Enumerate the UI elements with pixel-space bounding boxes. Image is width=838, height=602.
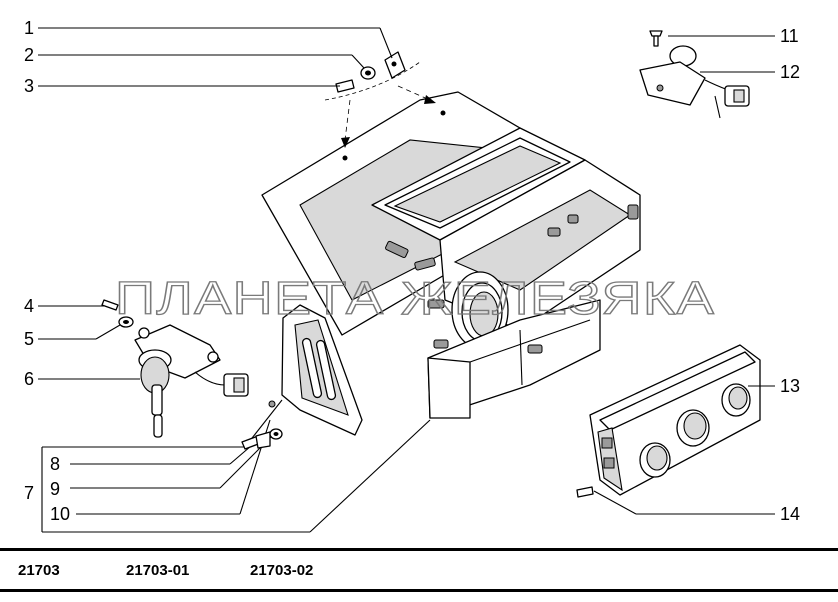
watermark: ПЛАНЕТА ЖЕЛЕЗЯКА	[115, 272, 715, 324]
footer-bottom-rule	[0, 589, 838, 592]
knob-middle	[676, 409, 710, 447]
callout-7: 7	[24, 483, 34, 503]
damper-motor	[101, 299, 249, 438]
knob-left	[639, 442, 671, 478]
footer-top-rule	[0, 548, 838, 551]
screw-washer-group	[241, 428, 283, 450]
callout-13: 13	[780, 376, 800, 396]
variant-code-1: 21703	[18, 562, 60, 579]
callout-3: 3	[24, 76, 34, 96]
resistor-module	[639, 30, 750, 119]
callout-numbers: 1 2 3 4 5 6 7 8 9 10 11 12 13 14	[24, 18, 800, 524]
callout-11: 11	[780, 26, 799, 46]
callout-6: 6	[24, 369, 34, 389]
callout-4: 4	[24, 296, 34, 316]
top-fasteners	[324, 51, 436, 148]
callout-10: 10	[50, 504, 70, 524]
callout-12: 12	[780, 62, 800, 82]
control-panel	[576, 344, 761, 498]
callout-5: 5	[24, 329, 34, 349]
heater-housing	[261, 91, 641, 419]
seal-gasket	[268, 304, 363, 436]
knob-right	[721, 383, 751, 417]
variant-code-2: 21703-01	[126, 562, 190, 579]
callout-9: 9	[50, 479, 60, 499]
leader-lines	[38, 27, 775, 533]
callout-8: 8	[50, 454, 60, 474]
variant-code-3: 21703-02	[250, 562, 314, 579]
callout-1: 1	[24, 18, 34, 38]
callout-14: 14	[780, 504, 800, 524]
callout-2: 2	[24, 45, 34, 65]
